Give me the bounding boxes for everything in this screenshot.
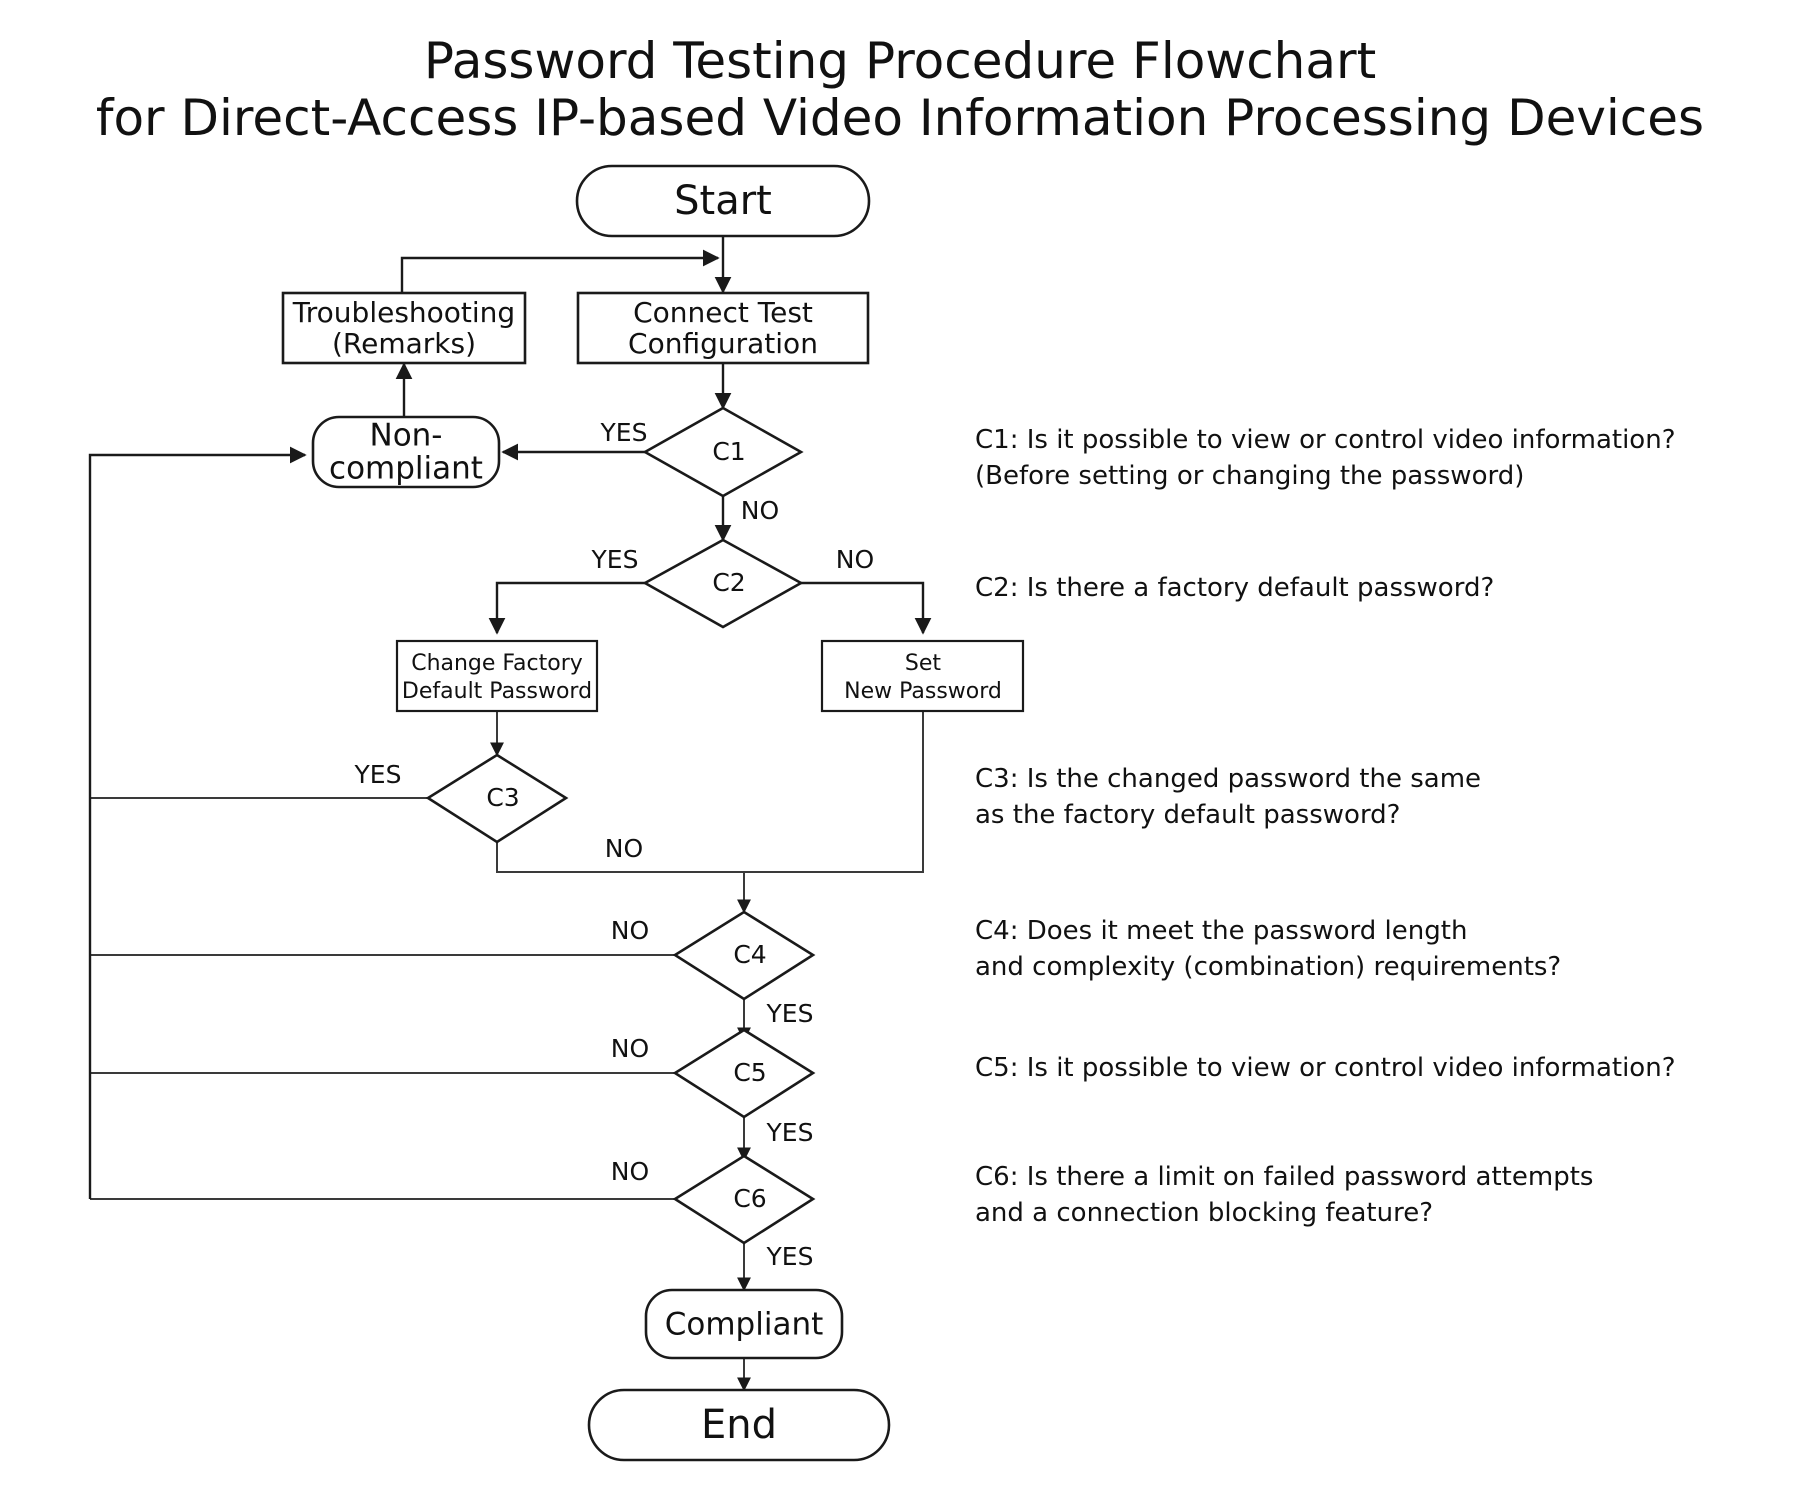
- node-decision-c4[interactable]: C4: [672, 910, 816, 1001]
- node-non-compliant[interactable]: Non- compliant: [311, 415, 501, 489]
- edge-c3-no-to-c4: [496, 842, 744, 873]
- edge-label-c2-no: NO: [836, 545, 874, 574]
- node-change-factory-shape: [395, 639, 599, 713]
- node-c4-label: C4: [733, 940, 766, 969]
- node-start-shape: [575, 164, 871, 238]
- page-title-line1: Password Testing Procedure Flowchart: [424, 32, 1376, 90]
- node-c4-shape: [672, 910, 816, 1001]
- node-end[interactable]: End: [587, 1388, 891, 1462]
- node-c1-label: C1: [712, 437, 745, 466]
- legend-c6: C6: Is there a limit on failed password …: [975, 1162, 1593, 1228]
- node-decision-c5[interactable]: C5: [672, 1028, 816, 1119]
- legend-c1-line2: (Before setting or changing the password…: [975, 461, 1524, 491]
- node-c6-label: C6: [733, 1184, 766, 1213]
- edge-label-c1-no: NO: [741, 496, 779, 525]
- edge-set-new-to-c4: [744, 711, 924, 873]
- node-change-factory-default-password[interactable]: Change Factory Default Password: [395, 639, 599, 713]
- node-connect-shape: [576, 291, 870, 365]
- node-start-label: Start: [674, 178, 772, 224]
- edge-label-c6-yes: YES: [766, 1242, 814, 1271]
- legend-c1: C1: Is it possible to view or control vi…: [975, 425, 1676, 491]
- node-set-new-password[interactable]: Set New Password: [820, 639, 1025, 713]
- edge-label-c5-yes: YES: [766, 1118, 814, 1147]
- legend-c3-line2: as the factory default password?: [975, 800, 1400, 830]
- legend-c1-line1: C1: Is it possible to view or control vi…: [975, 425, 1676, 455]
- node-start[interactable]: Start: [575, 164, 871, 238]
- legend-c5-line1: C5: Is it possible to view or control vi…: [975, 1053, 1676, 1083]
- node-troubleshooting-label-line1: Troubleshooting: [292, 296, 515, 329]
- legend-c2-line1: C2: Is there a factory default password?: [975, 573, 1494, 603]
- edge-label-c6-no: NO: [611, 1157, 649, 1186]
- edge-return-trunk-to-noncompliant: [88, 446, 307, 1199]
- legend-c3-line1: C3: Is the changed password the same: [975, 764, 1481, 794]
- node-connect-label-line2: Configuration: [628, 327, 818, 360]
- node-decision-c6[interactable]: C6: [672, 1154, 816, 1245]
- node-connect-label-line1: Connect Test: [633, 296, 813, 329]
- node-set-new-shape: [820, 639, 1025, 713]
- node-change-factory-label-line1: Change Factory: [411, 651, 583, 676]
- node-change-factory-label-line2: Default Password: [402, 679, 592, 704]
- node-compliant[interactable]: Compliant: [644, 1288, 844, 1360]
- legend-c6-line1: C6: Is there a limit on failed password …: [975, 1162, 1593, 1192]
- node-c3-shape: [425, 753, 569, 844]
- edge-label-c1-yes: YES: [600, 418, 648, 447]
- edge-label-c4-no: NO: [611, 916, 649, 945]
- node-noncompliant-label-line1: Non-: [370, 418, 443, 454]
- node-decision-c2[interactable]: C2: [642, 538, 804, 629]
- node-c5-shape: [672, 1028, 816, 1119]
- node-c3-label: C3: [486, 783, 519, 812]
- node-c2-label: C2: [712, 568, 745, 597]
- node-noncompliant-label-line2: compliant: [329, 451, 483, 487]
- edge-c2-no-to-set-new: [801, 581, 932, 635]
- legend-c5: C5: Is it possible to view or control vi…: [975, 1053, 1676, 1083]
- edge-label-c3-yes: YES: [354, 760, 402, 789]
- node-set-new-label-line2: New Password: [844, 679, 1002, 704]
- node-c5-label: C5: [733, 1058, 766, 1087]
- legend-c3: C3: Is the changed password the same as …: [975, 764, 1481, 830]
- node-c2-shape: [642, 538, 804, 629]
- node-connect-test-configuration[interactable]: Connect Test Configuration: [576, 291, 870, 365]
- node-troubleshooting[interactable]: Troubleshooting (Remarks): [281, 291, 527, 365]
- legend-c4-line1: C4: Does it meet the password length: [975, 916, 1467, 946]
- edge-label-c3-no: NO: [605, 834, 643, 863]
- edge-label-c4-yes: YES: [766, 999, 814, 1028]
- node-decision-c3[interactable]: C3: [425, 753, 569, 844]
- node-c1-shape: [642, 406, 804, 498]
- edge-label-c5-no: NO: [611, 1034, 649, 1063]
- node-decision-c1[interactable]: C1: [642, 406, 804, 498]
- legend-c4-line2: and complexity (combination) requirement…: [975, 952, 1561, 982]
- node-troubleshooting-shape: [281, 291, 527, 365]
- node-end-label: End: [701, 1402, 777, 1448]
- node-end-shape: [587, 1388, 891, 1462]
- legend-c2: C2: Is there a factory default password?: [975, 573, 1494, 603]
- node-troubleshooting-label-line2: (Remarks): [332, 327, 476, 360]
- node-set-new-label-line1: Set: [905, 651, 942, 676]
- legend-c6-line2: and a connection blocking feature?: [975, 1198, 1433, 1228]
- edge-troubleshooting-to-connect: [400, 249, 720, 293]
- page-title-line2: for Direct-Access IP-based Video Informa…: [96, 89, 1704, 147]
- node-compliant-label: Compliant: [665, 1307, 824, 1343]
- node-c6-shape: [672, 1154, 816, 1245]
- legend-c4: C4: Does it meet the password length and…: [975, 916, 1561, 982]
- node-noncompliant-shape: [311, 415, 501, 489]
- node-compliant-shape: [644, 1288, 844, 1360]
- edge-label-c2-yes: YES: [591, 545, 639, 574]
- edge-c2-yes-to-change-factory: [488, 581, 645, 635]
